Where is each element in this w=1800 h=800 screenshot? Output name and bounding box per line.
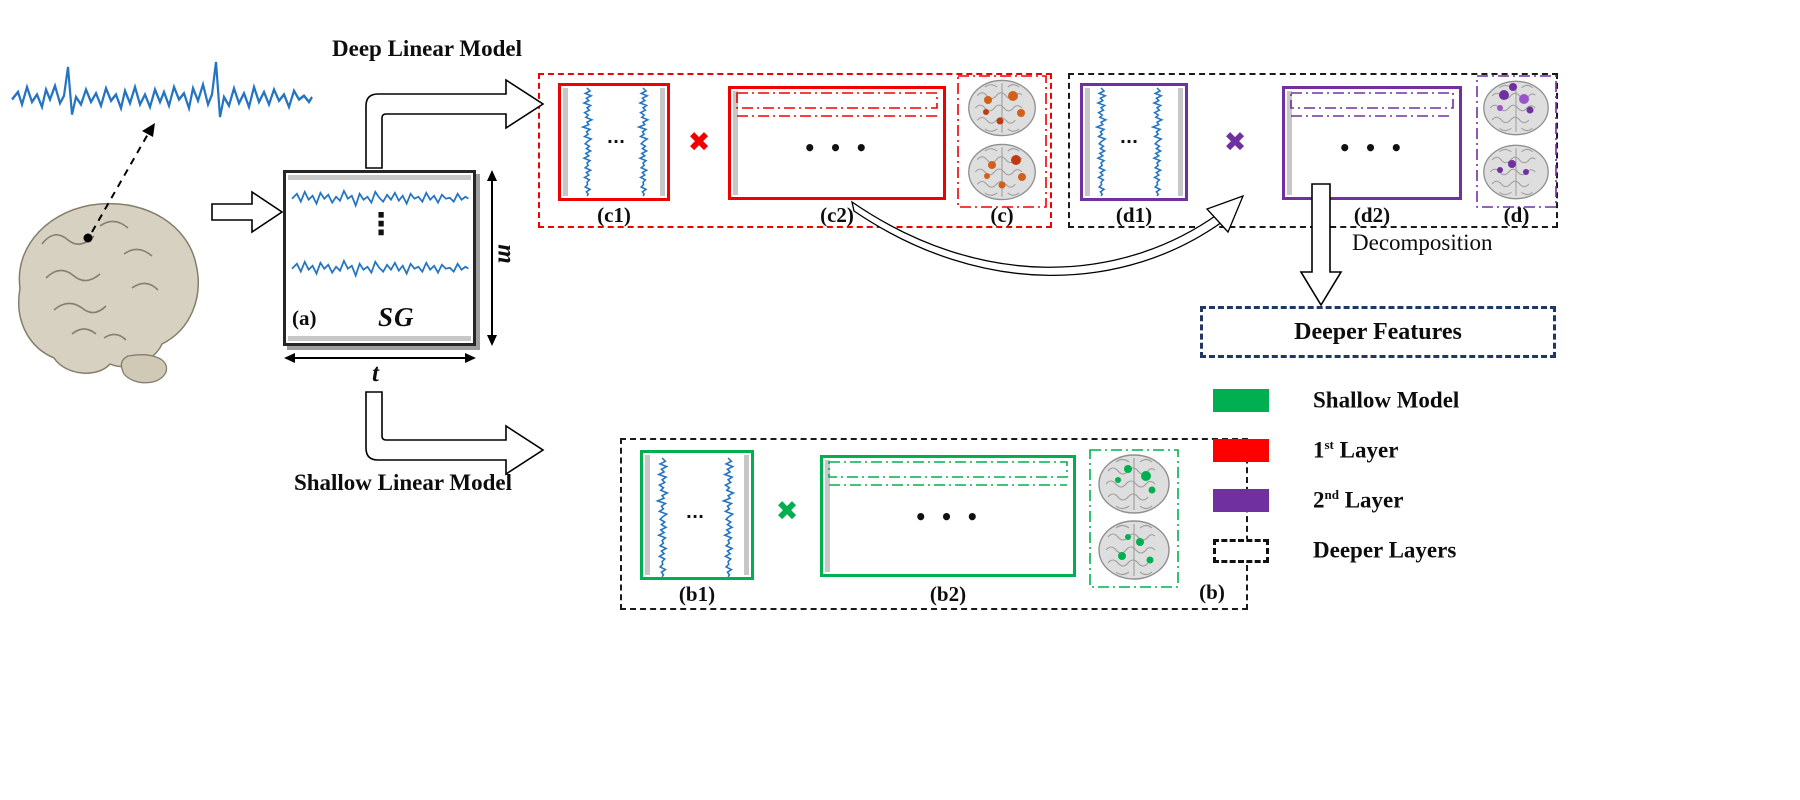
legend-label-text: Shallow Model	[1313, 387, 1460, 413]
decomposition-arrow	[1299, 183, 1343, 307]
matrix-edge-strip-right	[1178, 88, 1183, 196]
layer1-map-label: (c)	[990, 203, 1014, 227]
legend-item-deeper: Deeper Layers	[1213, 538, 1459, 563]
shallow-factor-trace-1	[656, 457, 669, 578]
legend: Shallow Model 1st Layer 2nd Layer Deeper…	[1213, 388, 1459, 563]
layer2-loading-rows	[1290, 92, 1454, 117]
raw-signal-trace	[10, 60, 314, 119]
shallow-factor-label: (b1)	[678, 582, 716, 606]
layer2-map-label: (d)	[1503, 203, 1530, 227]
legend-label-text: Deeper Layers	[1313, 537, 1457, 563]
brain-to-signal-dashed-arrow	[91, 123, 155, 233]
legend-label-text: 2	[1313, 487, 1325, 513]
legend-label: Deeper Layers	[1313, 537, 1456, 564]
legend-swatch-deeper	[1213, 538, 1269, 563]
shallow-map-label: (b)	[1199, 580, 1225, 604]
matrix-name: SG	[378, 302, 415, 332]
layer2-factor-label: (d1)	[1115, 203, 1153, 227]
legend-item-shallow: Shallow Model	[1213, 388, 1459, 413]
legend-label-rest: Layer	[1338, 487, 1404, 513]
matrix-edge-strip-left	[1287, 91, 1292, 195]
layer1-loading-label: (c2)	[820, 203, 854, 227]
legend-swatch-layer2	[1213, 489, 1269, 512]
layer1-activation-maps	[957, 75, 1047, 208]
legend-swatch-layer1	[1213, 439, 1269, 462]
matrix-to-shallow-arrow	[365, 391, 545, 476]
matrix-edge-strip-right	[744, 455, 749, 575]
deeper-features-label: Deeper Features	[1294, 318, 1462, 345]
legend-label-sup: nd	[1324, 487, 1339, 503]
shallow-loading-label: (b2)	[929, 582, 967, 606]
matrix-edge-strip-left	[563, 88, 568, 196]
layer2-factor-ellipsis: ...	[1119, 128, 1139, 147]
legend-label: Shallow Model	[1313, 387, 1459, 414]
deeper-features-box: Deeper Features	[1200, 306, 1556, 358]
layer2-loading-ellipsis: • • •	[1338, 136, 1406, 160]
deep-model-title: Deep Linear Model	[332, 36, 522, 61]
layer1-loading-rows	[736, 92, 938, 117]
layer1-group-box	[538, 73, 1052, 228]
legend-item-layer2: 2nd Layer	[1213, 487, 1459, 514]
layer1-factor-box	[558, 83, 670, 201]
shallow-group-box	[620, 438, 1248, 610]
legend-item-layer1: 1st Layer	[1213, 437, 1459, 464]
legend-label-text: 1	[1313, 437, 1325, 463]
layer1-factor-trace-2	[638, 87, 649, 197]
shallow-loading-box	[820, 455, 1076, 577]
matrix-edge-strip-left	[645, 455, 650, 575]
legend-label: 2nd Layer	[1313, 487, 1403, 514]
legend-label-rest: Layer	[1333, 437, 1399, 463]
layer1-factor-trace-1	[582, 87, 593, 197]
matrix-to-deep-arrow	[365, 78, 545, 169]
layer1-loading-ellipsis: • • •	[803, 136, 871, 160]
decomposition-label: Decomposition	[1352, 230, 1493, 255]
layer1-multiply-icon: ✖	[687, 127, 711, 158]
layer1-factor-label: (c1)	[597, 203, 631, 227]
layer2-loading-label: (d2)	[1353, 203, 1391, 227]
matrix-vertical-ellipsis: ⋮	[366, 207, 396, 242]
matrix-label: (a)	[292, 306, 317, 330]
matrix-trace-top	[291, 189, 470, 207]
matrix-height-dimension-arrow	[487, 170, 497, 346]
electrode-dot	[83, 233, 93, 243]
shallow-factor-box	[640, 450, 754, 580]
matrix-edge-strip-left	[1085, 88, 1090, 196]
brain-to-matrix-arrow	[211, 190, 284, 234]
matrix-edge-strip-left	[733, 91, 738, 195]
layer1-factor-ellipsis: ...	[606, 128, 626, 147]
shallow-factor-trace-2	[722, 457, 735, 578]
layer2-factor-trace-1	[1096, 87, 1107, 197]
matrix-width-dimension-arrow	[284, 353, 476, 363]
legend-swatch-shallow	[1213, 389, 1269, 412]
shallow-loading-rows	[828, 461, 1068, 486]
layer2-loading-box	[1282, 86, 1462, 200]
layer1-to-layer2-arrow	[851, 194, 1245, 276]
layer1-loading-box	[728, 86, 946, 200]
matrix-row-dim-label: m	[492, 244, 520, 264]
layer2-factor-trace-2	[1152, 87, 1163, 197]
shallow-model-title: Shallow Linear Model	[293, 470, 513, 495]
legend-label: 1st Layer	[1313, 437, 1398, 464]
matrix-edge-strip-top	[288, 175, 471, 180]
layer2-multiply-icon: ✖	[1223, 127, 1247, 158]
matrix-edge-strip-bottom	[288, 336, 471, 341]
shallow-activation-maps	[1089, 449, 1179, 588]
layer2-activation-maps	[1476, 75, 1557, 208]
matrix-trace-bottom	[291, 259, 470, 277]
shallow-loading-ellipsis: • • •	[914, 505, 982, 529]
matrix-col-dim-label: t	[372, 360, 379, 387]
legend-label-sup: st	[1324, 437, 1334, 453]
matrix-edge-strip-left	[825, 460, 830, 572]
shallow-multiply-icon: ✖	[775, 496, 799, 527]
brain-sagittal-icon	[18, 202, 199, 384]
shallow-factor-ellipsis: ...	[685, 503, 705, 522]
matrix-edge-strip-right	[660, 88, 665, 196]
